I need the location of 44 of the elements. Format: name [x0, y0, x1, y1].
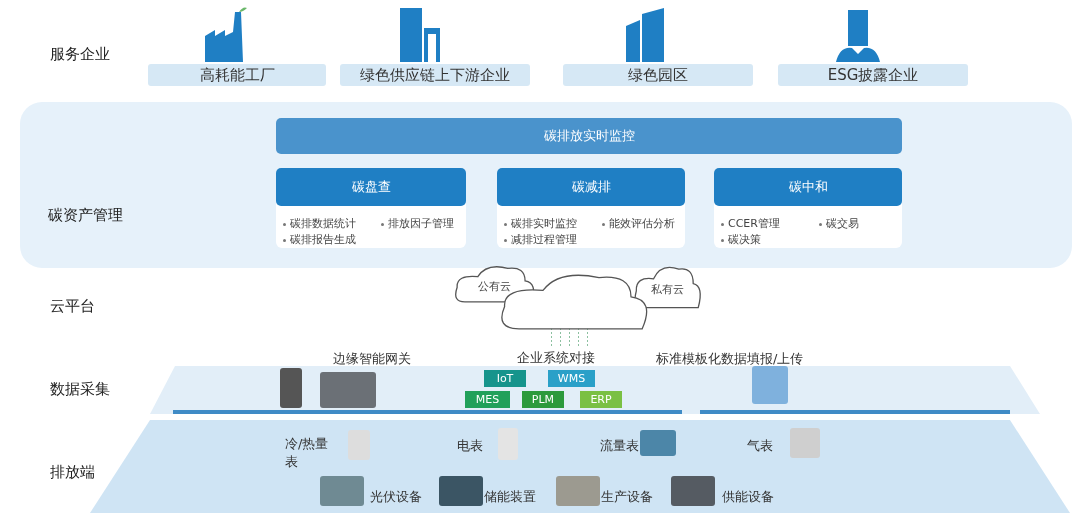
item-label: 标准模板化数据填报/上传: [656, 350, 804, 368]
system-tag: ERP: [580, 391, 622, 408]
system-tag: WMS: [548, 370, 595, 387]
system-tag: PLM: [522, 391, 564, 408]
function-card: [497, 168, 685, 248]
category-band: 高耗能工厂: [148, 64, 326, 86]
item-label: 供能设备: [722, 488, 774, 506]
feature-item: 碳决策: [728, 232, 761, 247]
monitor-bar: 碳排放实时监控: [276, 118, 902, 154]
card-header: 碳中和: [714, 168, 902, 206]
feature-item: 减排过程管理: [511, 232, 577, 247]
platform-panel: [20, 102, 1072, 268]
category-band: ESG披露企业: [778, 64, 968, 86]
item-label: 边缘智能网关: [333, 350, 411, 368]
row-label: 排放端: [50, 463, 95, 482]
row-label: 碳资产管理: [48, 206, 123, 225]
function-card: [276, 168, 466, 248]
system-tag: MES: [465, 391, 510, 408]
row-label: 服务企业: [50, 45, 110, 64]
item-label: 光伏设备: [370, 488, 422, 506]
item-label: 生产设备: [601, 488, 653, 506]
feature-item: 排放因子管理: [388, 216, 454, 231]
feature-item: 碳排实时监控: [511, 216, 577, 231]
feature-item: 碳排报告生成: [290, 232, 356, 247]
row-label: 数据采集: [50, 380, 110, 399]
feature-item: 碳排数据统计: [290, 216, 356, 231]
cloud-label: 公有云: [478, 279, 511, 294]
category-band: 绿色园区: [563, 64, 753, 86]
row-label: 云平台: [50, 297, 95, 316]
item-label: 流量表: [600, 437, 639, 455]
feature-item: CCER管理: [728, 216, 780, 231]
item-label: 电表: [457, 437, 483, 455]
feature-item: 能效评估分析: [609, 216, 675, 231]
category-band: 绿色供应链上下游企业: [340, 64, 530, 86]
system-tag: IoT: [484, 370, 526, 387]
function-card: [714, 168, 902, 248]
card-header: 碳盘查: [276, 168, 466, 206]
card-header: 碳减排: [497, 168, 685, 206]
item-label: 气表: [747, 437, 773, 455]
item-label: 企业系统对接: [517, 349, 611, 367]
feature-item: 碳交易: [826, 216, 859, 231]
item-label: 储能装置: [484, 488, 536, 506]
item-label: 冷/热量表: [285, 435, 330, 471]
cloud-label: 私有云: [651, 282, 684, 297]
